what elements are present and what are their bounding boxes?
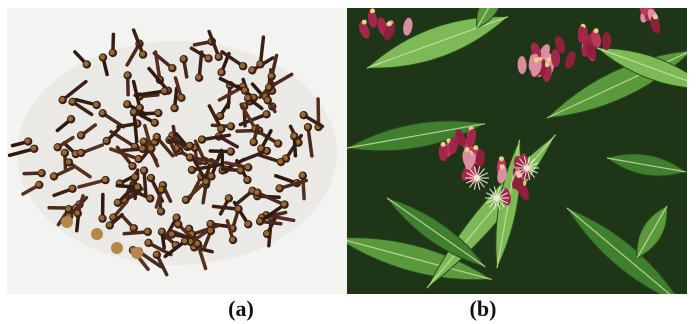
- flower-bud: [475, 149, 485, 168]
- flower-bud: [517, 56, 527, 75]
- flower-bud: [383, 23, 395, 41]
- flower-bud: [650, 16, 661, 34]
- caption-b: (b): [469, 296, 497, 321]
- flower-bud: [497, 165, 507, 184]
- flower-bud: [403, 17, 413, 36]
- blossom: [515, 156, 539, 180]
- flower-bud: [438, 143, 448, 162]
- leaf: [385, 197, 487, 268]
- clove-stem: [153, 50, 162, 82]
- flower-bud: [462, 148, 472, 167]
- flower-bud: [585, 42, 597, 60]
- flower-bud: [554, 36, 566, 54]
- clove-stem: [218, 76, 247, 93]
- clove-stem: [131, 28, 145, 57]
- clove-stem: [188, 155, 219, 164]
- clove-stem: [191, 156, 209, 184]
- clove-stem: [197, 50, 204, 80]
- flower-bud: [539, 44, 550, 62]
- clove-stem: [267, 72, 294, 90]
- clove-tree-illustration: [347, 8, 687, 294]
- clove-stem: [306, 125, 314, 158]
- leaf: [365, 16, 510, 69]
- loose-clove-head: [131, 247, 143, 259]
- flower-bud: [367, 9, 378, 28]
- leaf: [347, 237, 494, 281]
- leaf: [605, 153, 687, 177]
- blossom: [465, 166, 489, 190]
- clove-stem: [207, 29, 221, 59]
- flower-bud: [531, 59, 542, 77]
- clove-stem: [255, 190, 284, 206]
- clove-stem: [196, 242, 208, 271]
- clove-stem: [220, 50, 245, 68]
- dried-cloves-illustration: [7, 8, 347, 294]
- caption-a: (a): [228, 296, 254, 321]
- flower-bud: [565, 51, 576, 69]
- leaf: [476, 8, 503, 29]
- flower-bud: [577, 26, 588, 45]
- leaf: [636, 205, 668, 259]
- blossom: [485, 186, 509, 210]
- clove-stem: [77, 178, 108, 189]
- clove-stem: [200, 133, 232, 142]
- clove-stem: [7, 147, 36, 158]
- leaf: [565, 206, 684, 294]
- loose-clove-head: [91, 228, 103, 240]
- leaf: [595, 47, 687, 90]
- leaf: [347, 120, 487, 152]
- flower-bud: [358, 21, 370, 39]
- loose-clove-head: [111, 242, 123, 254]
- clove-stem: [67, 160, 92, 179]
- clove-stem: [207, 104, 224, 131]
- clove-tree-photo: [347, 8, 687, 294]
- clove-stem: [133, 89, 167, 98]
- clove-stem: [258, 35, 266, 67]
- flower-bud: [591, 29, 602, 48]
- clove-stem: [239, 102, 258, 131]
- flower-bud: [551, 49, 561, 68]
- clove-stem: [67, 195, 89, 219]
- clove-stem: [259, 202, 287, 223]
- flower-bud: [466, 128, 477, 147]
- clove-stem: [190, 223, 221, 237]
- dried-cloves-photo: [7, 8, 347, 294]
- flower-bud: [514, 174, 524, 193]
- flower-bud: [448, 136, 459, 155]
- clove-stem: [132, 110, 139, 144]
- clove-stem: [60, 79, 88, 102]
- flower-bud: [377, 17, 388, 36]
- flower-bud: [638, 8, 649, 16]
- flower-bud: [602, 32, 612, 51]
- loose-clove-head: [61, 216, 73, 228]
- clove-stem: [146, 241, 173, 257]
